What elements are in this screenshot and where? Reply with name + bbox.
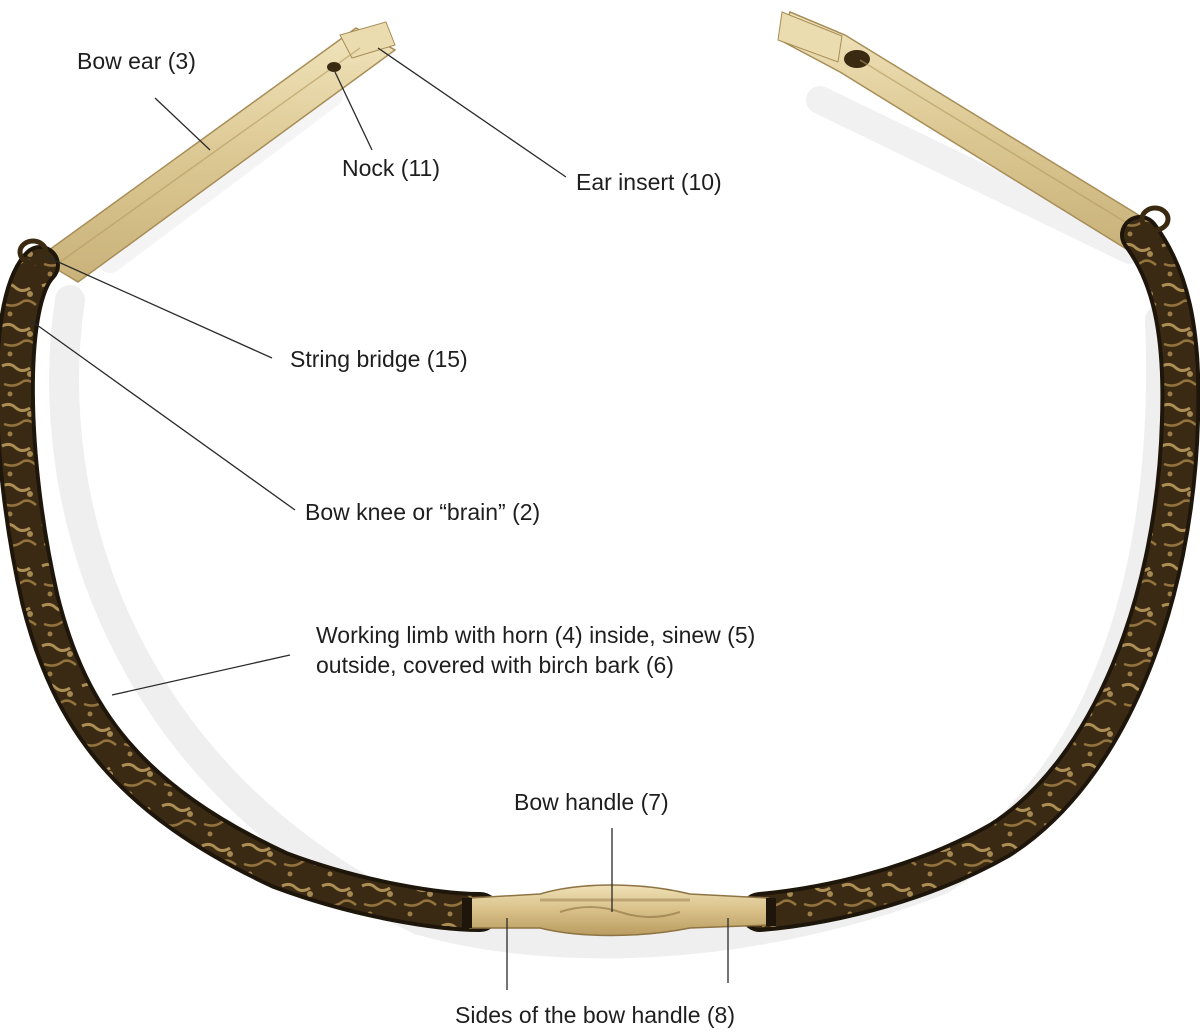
- bow-ear-text: Bow ear (3): [77, 46, 196, 76]
- label-working-limb: Working limb with horn (4) inside, sinew…: [316, 620, 755, 680]
- leader-bow-ear: [155, 98, 210, 150]
- right-bow-ear: [778, 12, 1150, 250]
- label-bow-knee: Bow knee or “brain” (2): [305, 497, 540, 527]
- label-string-bridge: String bridge (15): [290, 344, 468, 374]
- label-ear-insert: Ear insert (10): [576, 167, 722, 197]
- working-limb-text-line2: outside, covered with birch bark (6): [316, 650, 755, 680]
- label-bow-ear: Bow ear (3): [77, 46, 196, 76]
- label-sides-of-handle: Sides of the bow handle (8): [455, 1000, 735, 1030]
- string-bridge-text: String bridge (15): [290, 344, 468, 374]
- string-bridges: [20, 208, 1168, 263]
- sides-of-handle-text: Sides of the bow handle (8): [455, 1000, 735, 1030]
- ear-insert-text: Ear insert (10): [576, 167, 722, 197]
- leader-nock: [335, 72, 372, 150]
- label-nock: Nock (11): [342, 153, 440, 183]
- bow-knee-text: Bow knee or “brain” (2): [305, 497, 540, 527]
- label-bow-handle: Bow handle (7): [514, 787, 669, 817]
- bow-handle-text: Bow handle (7): [514, 787, 669, 817]
- working-limb-text-line1: Working limb with horn (4) inside, sinew…: [316, 620, 755, 650]
- nock-text: Nock (11): [342, 153, 440, 183]
